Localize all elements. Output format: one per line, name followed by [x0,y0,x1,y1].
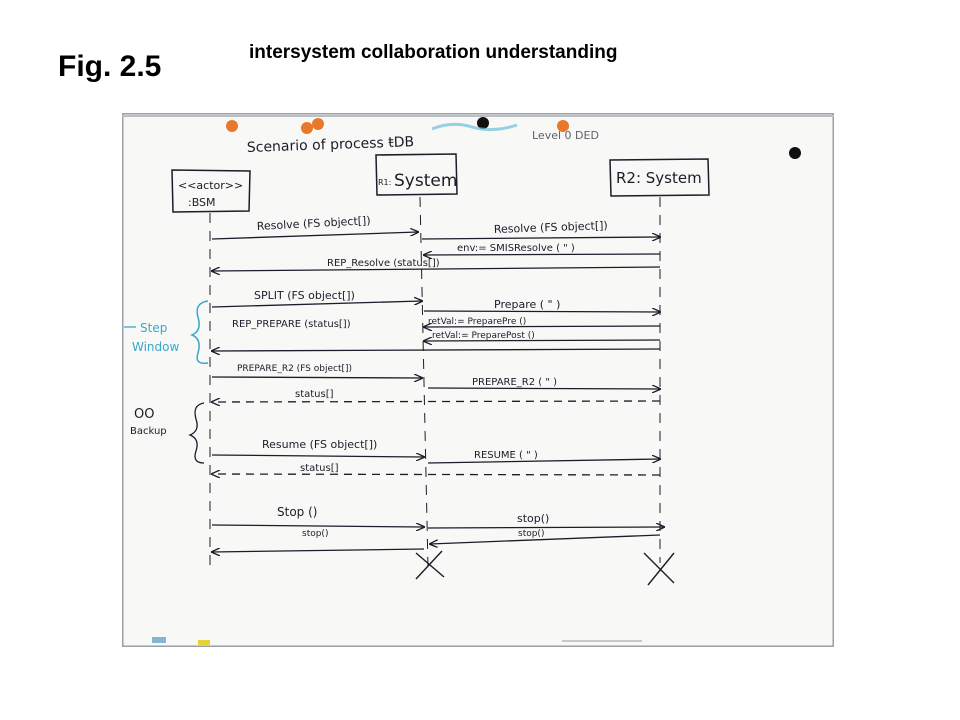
msg-split-arrow [211,301,422,308]
msg-resume-arrow [211,455,424,457]
msg-stop-label: Stop () [277,505,317,519]
board-frame [122,113,834,647]
msg-rep-resolve-label: REP_Resolve (status[]) [327,258,440,269]
marker-tray-item [198,640,210,645]
msg-stop-reply-arrow [212,549,425,552]
msg-env-resolve-arrow [424,254,661,255]
msg-prepare-pre-arrow [424,326,661,327]
step-window-line2: Window [132,340,180,354]
orange-magnet [312,118,324,130]
msg-rep-prepare-label: REP_PREPARE (status[]) [232,319,351,330]
msg-stop-r2-reply-arrow [430,534,661,544]
msg-split-label: SPLIT (FS object[]) [254,289,355,302]
r1-name: System [394,171,457,191]
msg-prepare-pre-label: retVal:= PreparePre () [428,317,526,327]
step-window-brace [189,300,209,365]
msg-resolve-label: Resolve (FS object[]) [256,214,370,233]
figure-caption: intersystem collaboration understanding [249,42,618,63]
step-window-line1: Step [140,321,167,335]
backup-brace [188,402,205,464]
msg-resolve-r2-arrow [421,237,660,239]
msg-stop-arrow [211,525,424,527]
msg-rep-resolve-arrow [212,266,661,271]
msg-resume-label: Resume (FS object[]) [262,438,377,451]
level-note: Level 0 DED [532,129,599,142]
actor-box [171,169,251,213]
r1-system-box [375,153,458,196]
r1-prefix: R1: [378,178,391,187]
whiteboard-photo: Scenario of process ŧDB Level 0 DED <<ac… [122,113,834,647]
orange-magnet [226,120,238,132]
msg-status-1-label: status[] [295,389,334,400]
blue-smudge [431,122,518,132]
msg-prepare-post-label: retVal:= PreparePost () [432,331,535,341]
msg-prepare-post-arrow [424,340,661,341]
orange-magnet [557,120,569,132]
black-magnet [789,147,801,159]
msg-resolve-arrow [211,232,418,240]
msg-rep-prepare-arrow [212,349,661,351]
actor-stereotype: <<actor>> [178,179,243,192]
msg-resolve-r2-label: Resolve (FS object[]) [494,219,608,236]
msg-stop-r2-reply-label: stop() [518,529,544,539]
backup-label: Backup [130,426,167,437]
msg-status-2-arrow [212,474,661,475]
r1-destroy-mark [415,550,445,580]
actor-name: :BSM [188,196,216,209]
black-magnet [477,117,489,129]
r2-name: R2: System [616,169,702,187]
figure-label: Fig. 2.5 [58,50,162,83]
msg-stop-r2-label: stop() [517,512,549,525]
msg-resume-r2-arrow [427,459,660,464]
msg-prepare-r2-arrow [211,377,422,378]
r2-destroy-mark [643,552,675,586]
msg-status-2-label: status[] [300,463,339,474]
msg-prepare-r2-sys-arrow [427,388,660,389]
msg-resume-r2-label: RESUME ( " ) [474,450,538,461]
msg-status-1-arrow [212,401,661,402]
board-surface [122,113,834,647]
msg-prepare-label: Prepare ( " ) [494,298,560,311]
backup-symbol: OO [134,407,154,422]
r2-system-box [609,158,710,197]
msg-prepare-arrow [423,311,660,312]
orange-magnet [301,122,313,134]
msg-prepare-r2-label: PREPARE_R2 (FS object[]) [237,364,352,374]
msg-stop-r2-arrow [427,527,664,528]
board-title: Scenario of process ŧDB [247,134,415,156]
sequence-diagram: Scenario of process ŧDB Level 0 DED <<ac… [122,113,834,647]
msg-env-resolve-label: env:= SMISResolve ( " ) [457,243,575,254]
marker-tray-item [152,637,166,643]
msg-stop-reply-label: stop() [302,529,328,539]
r1-lifeline [419,196,429,569]
msg-prepare-r2-sys-label: PREPARE_R2 ( " ) [472,377,557,388]
